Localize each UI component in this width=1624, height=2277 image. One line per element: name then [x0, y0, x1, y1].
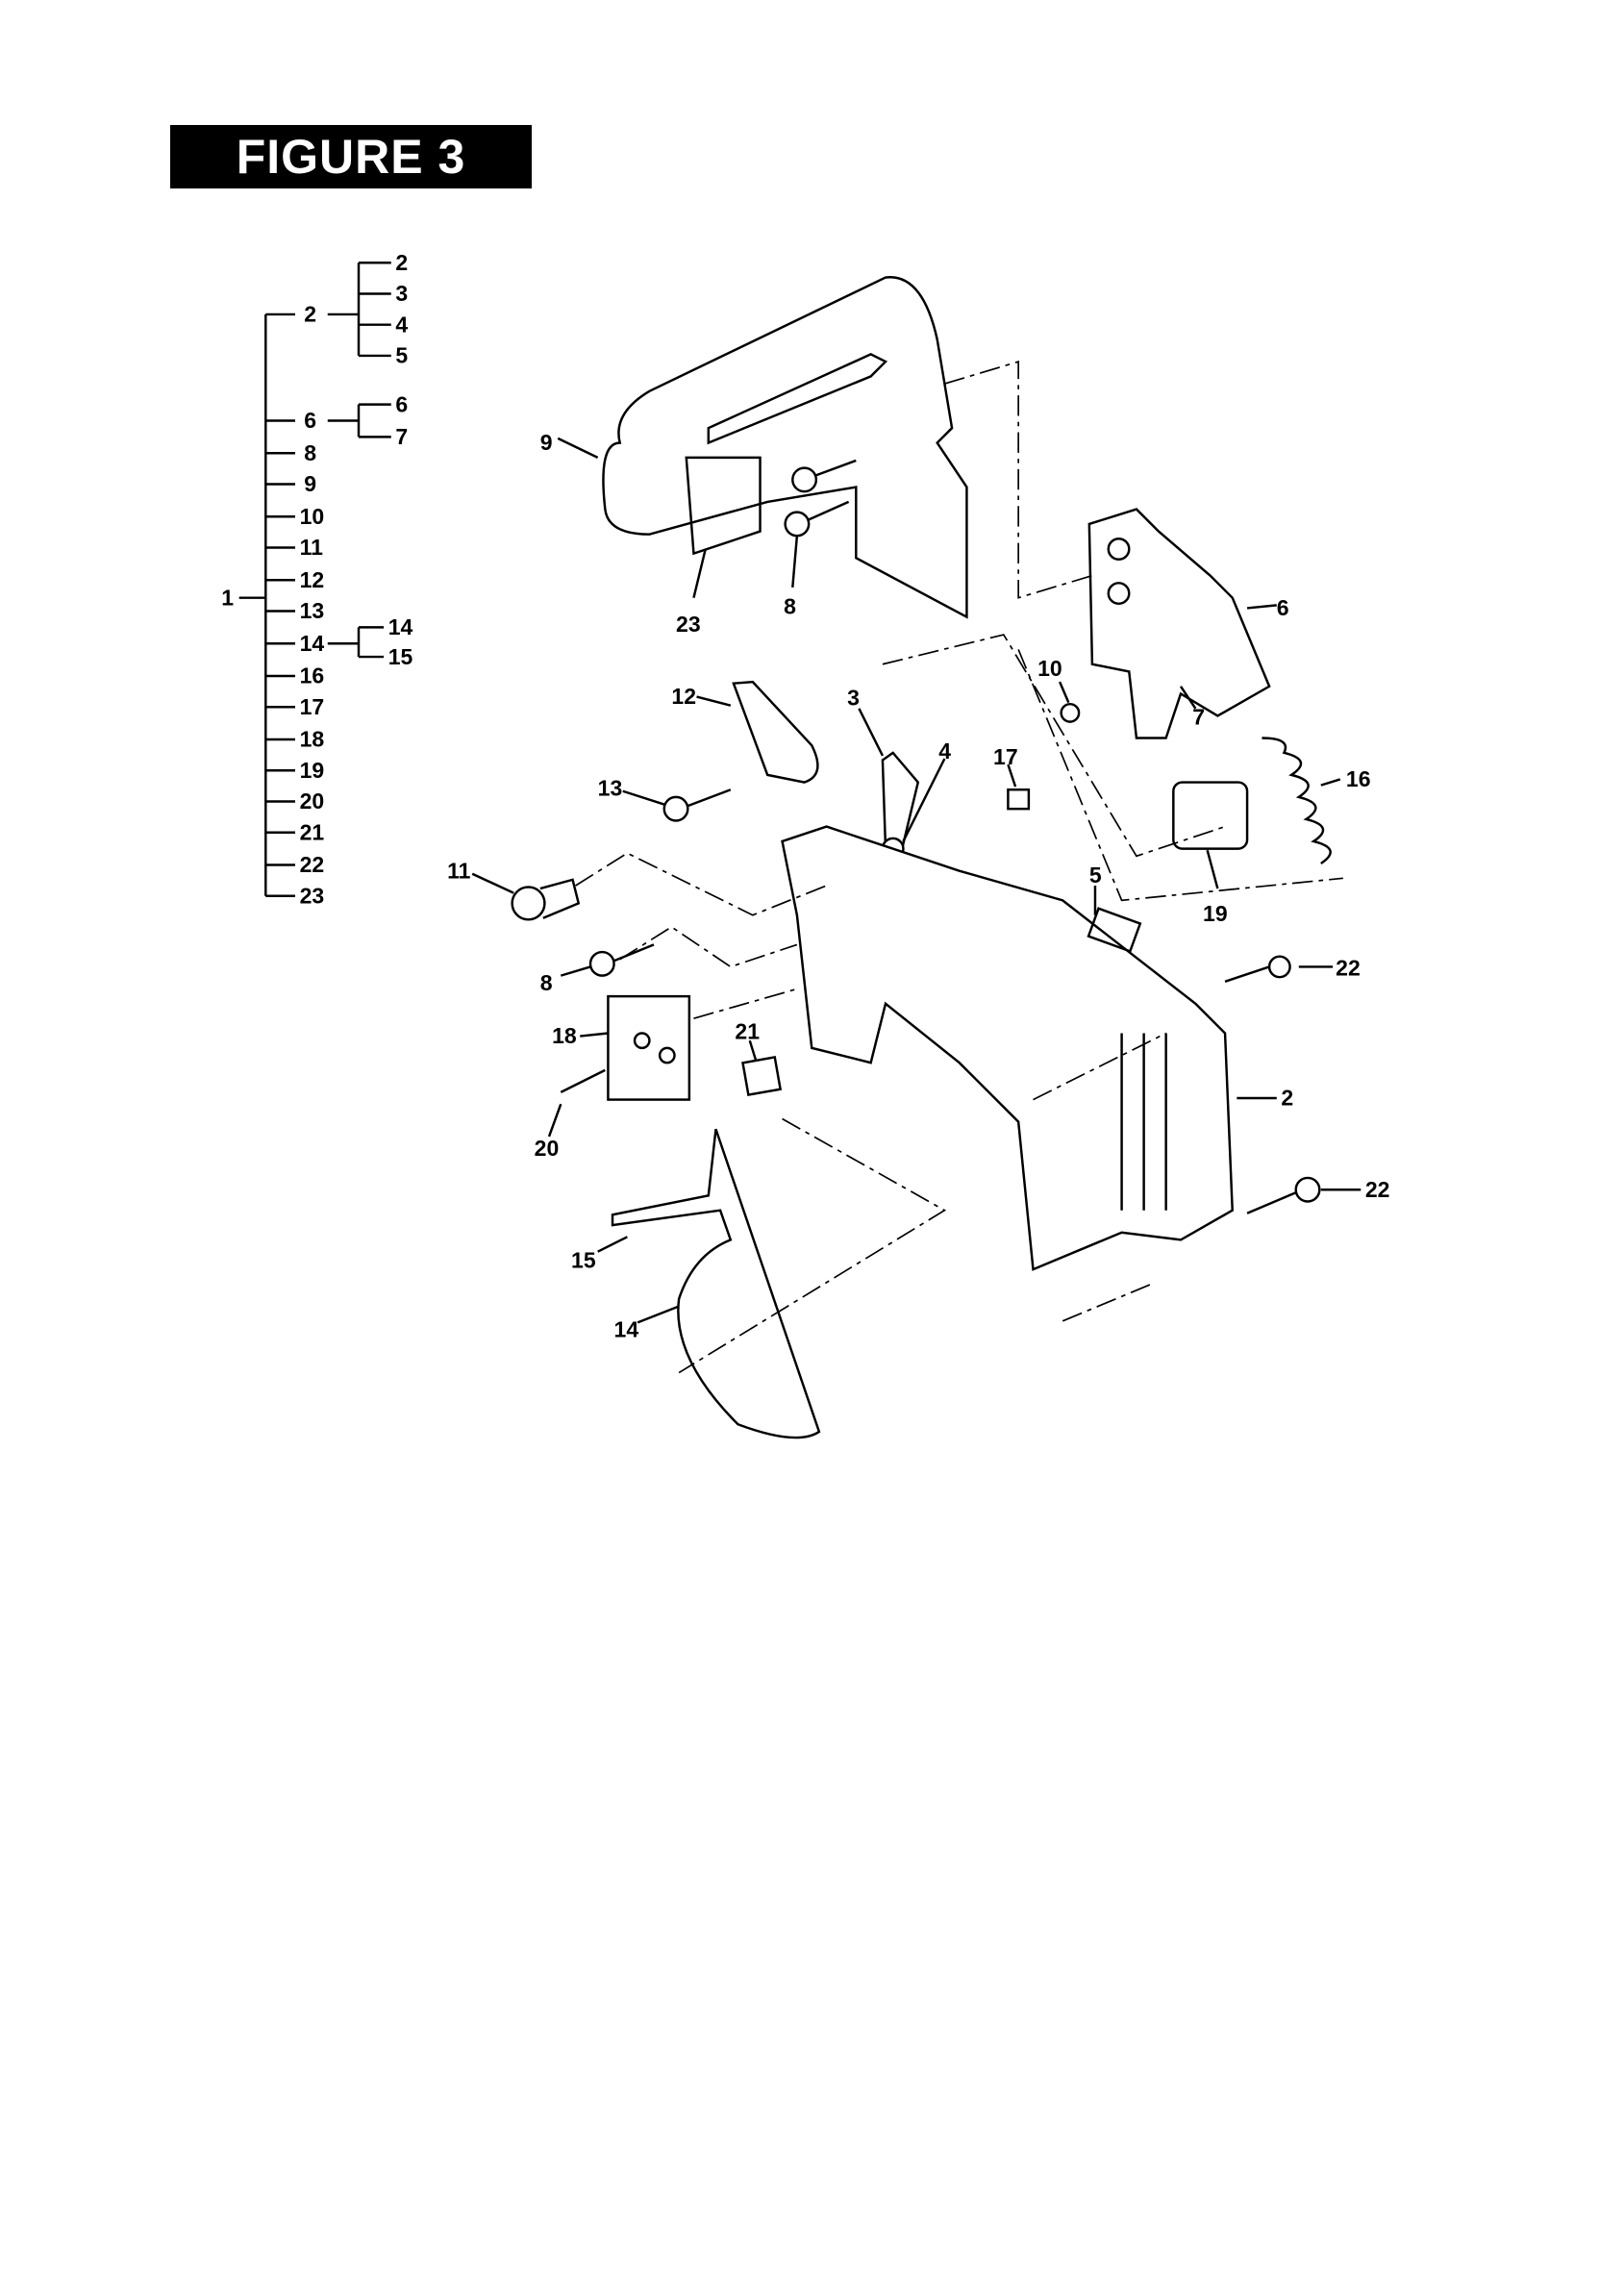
brake-band-part [611, 1128, 821, 1439]
callout-5: 5 [1089, 863, 1102, 888]
callout-13: 13 [598, 775, 623, 800]
callouts: 9 23 8 6 10 7 12 3 4 17 16 13 11 19 5 8 … [447, 430, 1389, 1342]
bushing-part [1007, 788, 1031, 811]
callout-16: 16 [1346, 766, 1371, 791]
tree-subitem: 3 [395, 281, 408, 306]
callout-11: 11 [447, 858, 471, 883]
tree-item: 12 [300, 567, 325, 592]
tree-item: 14 [300, 631, 325, 656]
tree-item: 2 [304, 302, 316, 327]
callout-4: 4 [938, 738, 951, 763]
parts-hierarchy-tree: 1 2 6 8 9 10 11 12 13 14 16 17 18 19 20 … [221, 250, 412, 909]
handle-bracket-part [1087, 508, 1271, 739]
lever-part [732, 680, 819, 784]
tree-item: 16 [300, 663, 325, 688]
tree-subitem: 7 [395, 424, 408, 449]
spring-part [1262, 737, 1332, 864]
callout-3: 3 [847, 686, 860, 711]
tree-subitem: 15 [388, 644, 413, 669]
callout-20: 20 [535, 1136, 560, 1161]
callout-14: 14 [614, 1317, 639, 1342]
callout-7: 7 [1192, 705, 1205, 730]
callout-6: 6 [1277, 595, 1289, 620]
spacer-part [1060, 702, 1081, 723]
tree-item: 21 [300, 819, 325, 844]
pad-part [741, 1056, 783, 1096]
tree-item: 19 [300, 758, 325, 783]
callout-18: 18 [552, 1023, 577, 1048]
callout-22: 22 [1336, 956, 1361, 981]
rubber-mount-part [1172, 781, 1249, 850]
tree-item: 23 [300, 883, 325, 908]
parts-drawing [511, 276, 1343, 1439]
figure-title: FIGURE 3 [170, 125, 532, 188]
tree-item: 9 [304, 471, 316, 496]
handle-guard-part [602, 276, 968, 619]
callout-2: 2 [1281, 1086, 1293, 1111]
tree-subitem: 6 [395, 391, 408, 416]
trigger-part [881, 751, 920, 859]
plate-part [607, 994, 691, 1101]
callout-22: 22 [1365, 1177, 1390, 1202]
tree-root-label: 1 [221, 585, 234, 610]
tree-item: 11 [300, 535, 324, 560]
tree-item: 10 [300, 504, 325, 529]
callout-17: 17 [993, 744, 1018, 769]
tree-item: 18 [300, 727, 325, 752]
tree-item: 13 [300, 598, 325, 623]
tree-item: 6 [304, 408, 316, 433]
tree-item: 8 [304, 440, 316, 465]
callout-21: 21 [735, 1019, 760, 1044]
callout-8: 8 [540, 970, 553, 995]
callout-9: 9 [540, 430, 553, 455]
screw-part [511, 886, 546, 921]
tree-subitem: 4 [395, 312, 408, 337]
callout-15: 15 [571, 1248, 596, 1273]
tree-item: 20 [300, 788, 325, 813]
callout-10: 10 [1037, 656, 1062, 681]
callout-19: 19 [1203, 901, 1228, 926]
callout-12: 12 [671, 684, 696, 709]
tree-subitem: 2 [395, 250, 408, 275]
callout-8: 8 [784, 594, 796, 619]
tree-item: 22 [300, 852, 325, 877]
tree-item: 17 [300, 694, 325, 719]
housing-part [781, 825, 1234, 1271]
tree-subitem: 14 [388, 614, 413, 639]
tree-subitem: 5 [395, 343, 408, 368]
callout-23: 23 [676, 612, 701, 637]
